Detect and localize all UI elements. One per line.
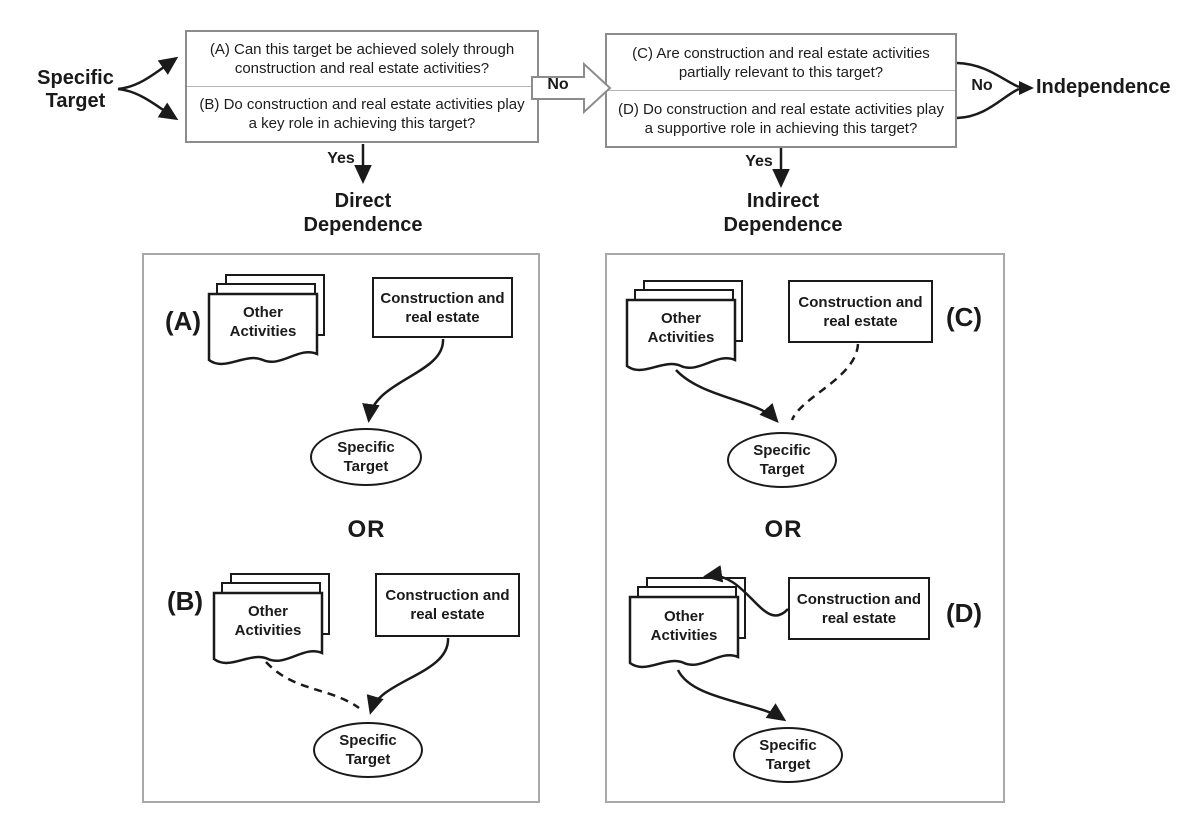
scenario-b-tag: (B)	[166, 586, 204, 616]
question-cell-a: (A) Can this target be achieved solely t…	[209, 41, 515, 77]
arrow-source-to-question-a	[117, 56, 179, 91]
independence-label: Independence	[1036, 76, 1171, 98]
specific-target-ellipse: Specific Target	[313, 722, 423, 778]
document-shape-other-activities	[207, 292, 319, 366]
specific-target-source-label: Specific Target	[37, 67, 114, 112]
specific-target-ellipse-label: Specific Target	[753, 442, 811, 478]
specific-target-ellipse-label: Specific Target	[759, 737, 817, 773]
no-label-indirect: No	[971, 77, 993, 94]
question-cell-c: (C) Are construction and real estate act…	[632, 44, 930, 81]
indirect-question-box: (C) Are construction and real estate act…	[605, 33, 957, 148]
or-label-direct: OR	[347, 516, 386, 543]
other-activities-label: Other Activities	[229, 304, 297, 340]
construction-box: Construction and real estate	[372, 277, 513, 338]
yes-label-indirect: Yes	[745, 153, 773, 170]
title-indirect-dependence: Indirect Dependence	[723, 190, 843, 236]
construction-box-label: Construction and real estate	[385, 587, 510, 623]
other-activities-label: Other Activities	[234, 603, 302, 639]
document-shape-other-activities	[625, 298, 737, 372]
title-direct-dependence: Direct Dependence	[303, 190, 423, 236]
scenario-d-tag: (D)	[945, 598, 983, 628]
question-cell-b: (B) Do construction and real estate acti…	[187, 86, 537, 141]
independence-arrowhead	[1019, 81, 1034, 95]
scenario-a-tag: (A)	[164, 306, 202, 336]
construction-box-label: Construction and real estate	[380, 289, 505, 326]
specific-target-ellipse-label: Specific Target	[339, 732, 397, 768]
construction-box-label: Construction and real estate	[796, 590, 922, 627]
question-cell-d: (D) Do construction and real estate acti…	[607, 90, 955, 146]
construction-box: Construction and real estate	[788, 577, 930, 640]
specific-target-ellipse: Specific Target	[727, 432, 837, 488]
construction-box-label: Construction and real estate	[798, 293, 923, 330]
construction-box: Construction and real estate	[375, 573, 520, 637]
document-shape-other-activities	[212, 591, 324, 665]
scenario-c-tag: (C)	[945, 302, 983, 332]
direct-question-box: (A) Can this target be achieved solely t…	[185, 30, 539, 143]
or-label-indirect: OR	[764, 516, 803, 543]
yes-label-direct: Yes	[327, 150, 355, 167]
specific-target-ellipse: Specific Target	[733, 727, 843, 783]
specific-target-ellipse-label: Specific Target	[337, 439, 395, 475]
arrow-source-to-question-b	[117, 87, 179, 121]
no-block-arrow-label: No	[547, 76, 569, 93]
other-activities-label: Other Activities	[650, 608, 718, 644]
other-activities-label: Other Activities	[647, 310, 715, 346]
specific-target-ellipse: Specific Target	[310, 428, 422, 486]
construction-box: Construction and real estate	[788, 280, 933, 343]
